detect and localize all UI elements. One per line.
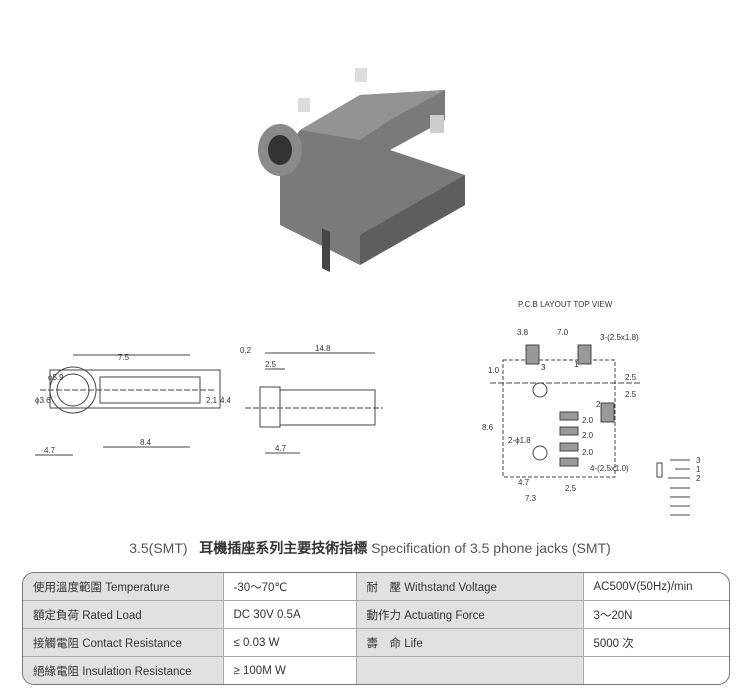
dimension-label: ϕ3.6 bbox=[35, 396, 51, 405]
dimension-label: 2.5 bbox=[625, 390, 637, 399]
dimension-label: 8.6 bbox=[482, 423, 494, 432]
spec-cell bbox=[582, 656, 729, 684]
product-render bbox=[258, 68, 465, 272]
dimension-label: 2-ϕ1.8 bbox=[508, 436, 531, 445]
dimension-label: 0.2 bbox=[240, 346, 252, 355]
dimension-label: 7.0 bbox=[557, 328, 569, 337]
spec-cell: 3.5(SMT) bbox=[129, 540, 188, 556]
dimension-label: 2.0 bbox=[582, 416, 594, 425]
dimension-label: 14.8 bbox=[315, 345, 331, 353]
spec-cell: 3～20N bbox=[582, 600, 729, 629]
spec-title: 3.5(SMT) 耳機插座系列主要技術指標 Specification of 3… bbox=[0, 538, 740, 558]
dimension-label: 3 bbox=[696, 456, 701, 465]
dimension-label: 4.7 bbox=[518, 478, 530, 487]
spec-cell: ≥ 100M W bbox=[222, 656, 357, 684]
dimension-label: 3 bbox=[541, 363, 546, 372]
spec-cell: 額定負荷 Rated Load bbox=[23, 600, 224, 629]
dimension-label: 2.0 bbox=[582, 448, 594, 457]
spec-cell: 5000 次 bbox=[582, 628, 729, 657]
spec-cell: 使用溫度範圍 Temperature bbox=[23, 573, 224, 601]
dimension-label: 2 bbox=[596, 400, 601, 409]
table-row: 絕緣電阻 Insulation Resistance≥ 100M W bbox=[23, 656, 729, 684]
dimension-label: 4.7 bbox=[44, 446, 56, 455]
dimension-label: 7.5 bbox=[118, 353, 130, 362]
spec-cell: Specification of 3.5 phone jacks (SMT) bbox=[371, 540, 611, 556]
spec-cell: 耳機插座系列主要技術指標 bbox=[199, 540, 368, 556]
dimension-label: 2.0 bbox=[582, 431, 594, 440]
spec-cell: 絕緣電阻 Insulation Resistance bbox=[23, 656, 224, 684]
dimension-label: 2.5 bbox=[565, 484, 577, 493]
dimension-label: 2.1 bbox=[206, 396, 218, 405]
dimension-label: 3.8 bbox=[517, 328, 529, 337]
side-view-drawing: 0.2 14.8 2.5 4.7 bbox=[240, 345, 383, 454]
spec-cell: 耐 壓 Withstand Voltage bbox=[355, 573, 584, 601]
spec-cell: 壽 命 Life bbox=[355, 628, 584, 657]
spec-cell: DC 30V 0.5A bbox=[222, 600, 357, 629]
dimension-label: 2.5 bbox=[265, 360, 277, 369]
dimension-label: 1.0 bbox=[488, 366, 500, 375]
dimension-label: 4-(2.5x1.0) bbox=[590, 464, 629, 473]
spec-cell bbox=[355, 656, 584, 684]
spec-cell: 動作力 Actuating Force bbox=[355, 600, 584, 629]
dimension-label: 7.3 bbox=[525, 494, 537, 503]
dimension-label: 4.7 bbox=[275, 444, 287, 453]
dimension-label: 4.4 bbox=[220, 396, 230, 405]
front-view-drawing: 7.5 ϕ5.9 ϕ3.6 2.1 4.4 4.7 8.4 bbox=[35, 353, 230, 456]
dimension-label: P.C.B LAYOUT TOP VIEW bbox=[518, 300, 613, 309]
dimension-label: 2.5 bbox=[625, 373, 637, 382]
dimension-label: 1 bbox=[574, 360, 579, 369]
dimension-label: 1 bbox=[696, 465, 701, 474]
dimension-label: 2 bbox=[696, 474, 701, 483]
dimension-label: ϕ5.9 bbox=[48, 373, 64, 382]
spec-cell: AC500V(50Hz)/min bbox=[582, 573, 729, 601]
spec-cell: 接觸電阻 Contact Resistance bbox=[23, 628, 224, 657]
dimension-label: 3-(2.5x1.8) bbox=[600, 333, 639, 342]
dimension-label: 8.4 bbox=[140, 438, 152, 447]
spec-cell: -30～70℃ bbox=[222, 573, 357, 601]
spec-cell: ≤ 0.03 W bbox=[222, 628, 357, 657]
pcb-layout-drawing: P.C.B LAYOUT TOP VIEW 3.8 7.0 3-(2.5x1.8)… bbox=[482, 300, 701, 516]
